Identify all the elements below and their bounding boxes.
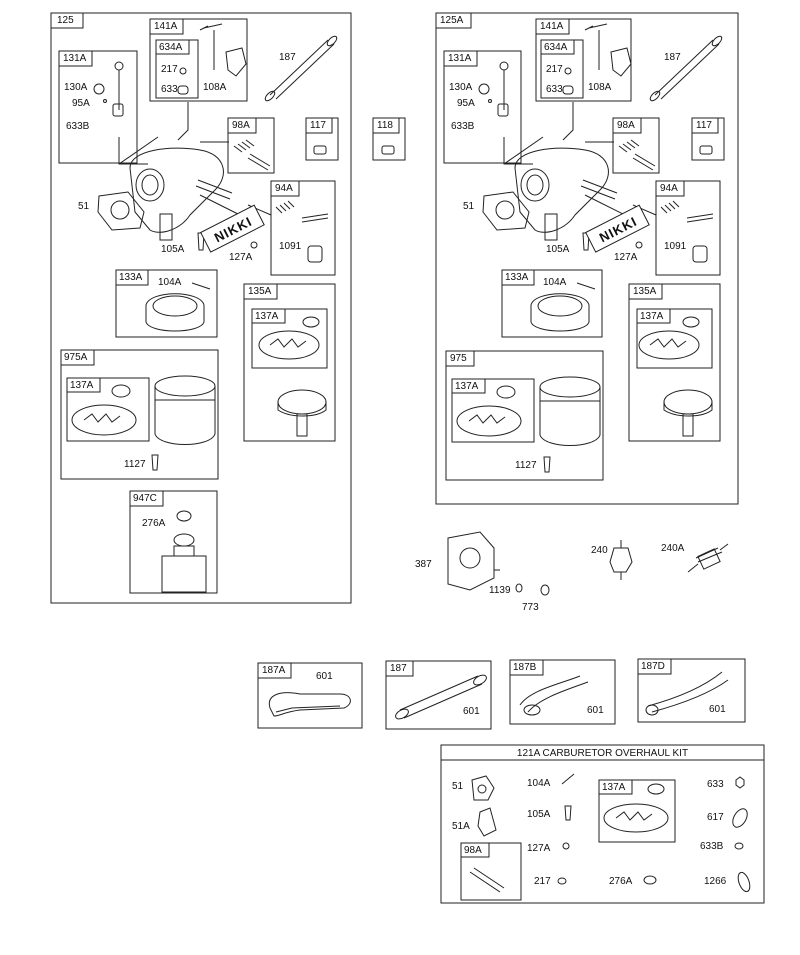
label-117-right: 117 xyxy=(696,120,712,131)
label-135A-right: 135A xyxy=(633,286,657,297)
kit-part-217: 217 xyxy=(534,876,551,887)
part-276A-left: 276A xyxy=(142,518,166,529)
label-133A-left: 133A xyxy=(119,272,143,283)
part-633-right: 633 xyxy=(546,84,563,95)
label-137A-right-1: 137A xyxy=(640,311,664,322)
label-131A-right: 131A xyxy=(448,53,472,64)
part-95A-left: 95A xyxy=(72,98,90,109)
assembly-125 xyxy=(50,12,352,604)
part-104A-left: 104A xyxy=(158,277,182,288)
label-187D: 187D xyxy=(641,661,665,672)
label-125A: 125A xyxy=(440,15,464,26)
label-634A-left: 634A xyxy=(159,42,183,53)
label-634A-right: 634A xyxy=(544,42,568,53)
label-947C: 947C xyxy=(133,493,157,504)
kit-title: 121A CARBURETOR OVERHAUL KIT xyxy=(516,748,689,759)
kit-part-633: 633 xyxy=(707,779,724,790)
part-1139: 1139 xyxy=(489,585,511,596)
label-98A-left: 98A xyxy=(232,120,250,131)
label-117-left: 117 xyxy=(310,120,326,131)
part-51-right: 51 xyxy=(463,201,475,212)
part-127A-right: 127A xyxy=(614,252,638,263)
label-98A-right: 98A xyxy=(617,120,635,131)
assembly-125A xyxy=(435,12,739,505)
label-94A-left: 94A xyxy=(275,183,293,194)
label-141A-right: 141A xyxy=(540,21,564,32)
label-131A-left: 131A xyxy=(63,53,87,64)
kit-part-1266: 1266 xyxy=(704,876,727,887)
part-104A-right: 104A xyxy=(543,277,567,288)
label-118: 118 xyxy=(377,120,393,131)
part-105A-right: 105A xyxy=(546,244,570,255)
label-137A-left-1: 137A xyxy=(255,311,279,322)
label-137A-kit: 137A xyxy=(602,782,626,793)
part-105A-left: 105A xyxy=(161,244,185,255)
label-187-hose: 187 xyxy=(390,663,407,674)
kit-part-633B: 633B xyxy=(700,841,724,852)
label-187B: 187B xyxy=(513,662,537,673)
kit-part-617: 617 xyxy=(707,812,724,823)
part-95A-right: 95A xyxy=(457,98,475,109)
hose-boxes xyxy=(257,658,746,730)
part-1127-right: 1127 xyxy=(515,460,537,471)
part-127A-left: 127A xyxy=(229,252,253,263)
part-240: 240 xyxy=(591,545,608,556)
part-601-d: 601 xyxy=(709,704,726,715)
label-133A-right: 133A xyxy=(505,272,529,283)
kit-part-127A: 127A xyxy=(527,843,551,854)
label-135A-left: 135A xyxy=(248,286,272,297)
label-141A-left: 141A xyxy=(154,21,178,32)
part-633-left: 633 xyxy=(161,84,178,95)
part-387: 387 xyxy=(415,559,432,570)
label-975A: 975A xyxy=(64,352,88,363)
part-240A: 240A xyxy=(661,543,685,554)
part-187-right: 187 xyxy=(664,52,681,63)
label-137A-left-2: 137A xyxy=(70,380,94,391)
part-1091-left: 1091 xyxy=(279,241,302,252)
label-94A-right: 94A xyxy=(660,183,678,194)
part-187-left: 187 xyxy=(279,52,296,63)
part-51-left: 51 xyxy=(78,201,90,212)
part-1127-left: 1127 xyxy=(124,459,146,470)
label-98A-kit: 98A xyxy=(464,845,482,856)
kit-part-105A: 105A xyxy=(527,809,551,820)
part-217-left: 217 xyxy=(161,64,178,75)
part-108A-right: 108A xyxy=(588,82,612,93)
overhaul-kit xyxy=(440,744,765,904)
part-118 xyxy=(372,117,406,161)
label-137A-right-2: 137A xyxy=(455,381,479,392)
part-601-c: 601 xyxy=(587,705,604,716)
part-601-b: 601 xyxy=(463,706,480,717)
part-601-a: 601 xyxy=(316,671,333,682)
kit-part-276A: 276A xyxy=(609,876,633,887)
part-108A-left: 108A xyxy=(203,82,227,93)
part-1091-right: 1091 xyxy=(664,241,687,252)
part-633B-right: 633B xyxy=(451,121,475,132)
part-217-right: 217 xyxy=(546,64,563,75)
kit-part-51A: 51A xyxy=(452,821,470,832)
part-773: 773 xyxy=(522,602,539,613)
label-125: 125 xyxy=(57,15,74,26)
part-633B-left: 633B xyxy=(66,121,90,132)
label-975: 975 xyxy=(450,353,467,364)
kit-part-51: 51 xyxy=(452,781,464,792)
part-130A-left: 130A xyxy=(64,82,88,93)
fuel-pump-filters xyxy=(447,531,729,596)
part-130A-right: 130A xyxy=(449,82,473,93)
kit-part-104A: 104A xyxy=(527,778,551,789)
label-187A: 187A xyxy=(262,665,286,676)
